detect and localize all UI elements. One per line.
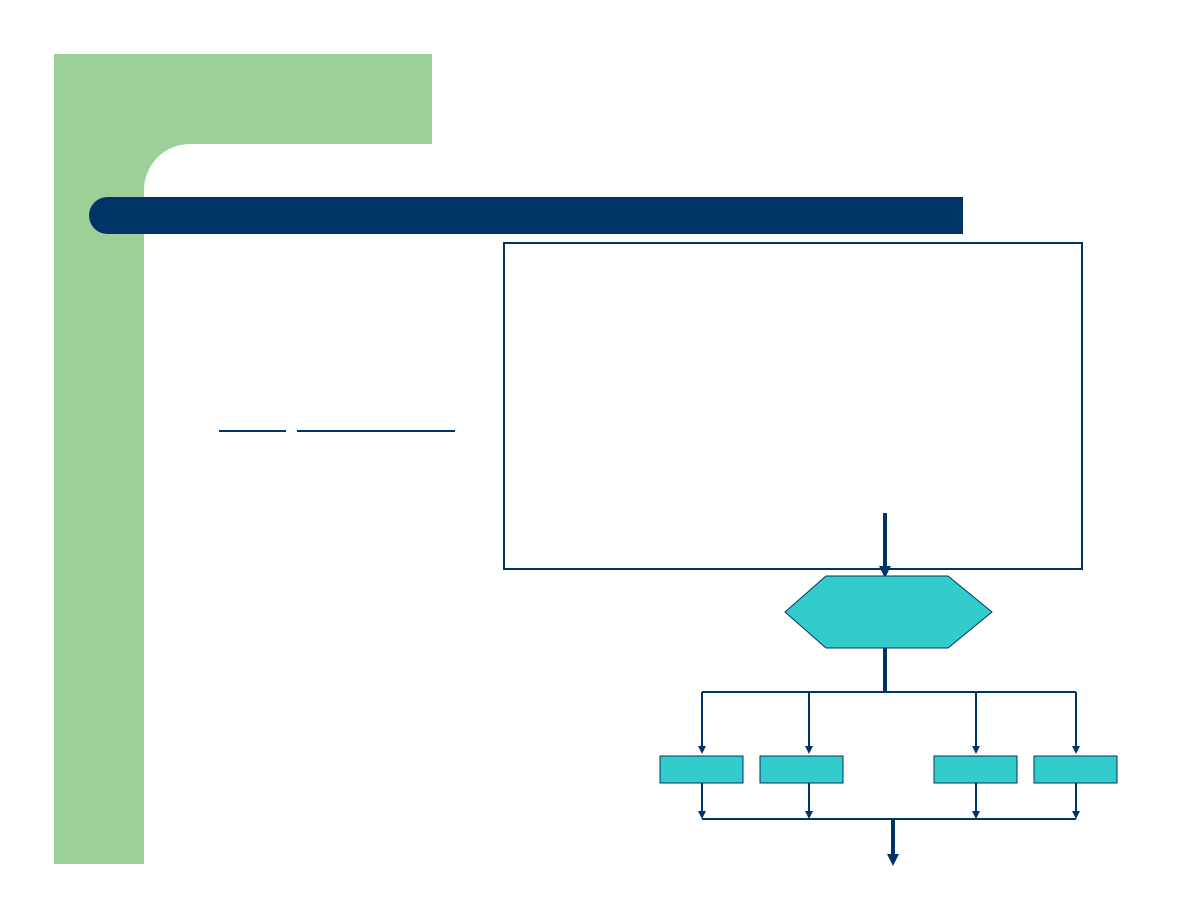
decision-hexagon [784, 575, 993, 649]
green-top-panel [54, 54, 432, 144]
underline-long [297, 430, 455, 432]
branch-box-2 [759, 755, 844, 784]
branch-box-3 [933, 755, 1018, 784]
branch-box-1 [659, 755, 744, 784]
green-side-panel [54, 54, 144, 864]
empty-content-box [503, 242, 1083, 570]
underline-short [219, 430, 286, 432]
title-bar [89, 197, 963, 234]
branch-box-4 [1033, 755, 1118, 784]
